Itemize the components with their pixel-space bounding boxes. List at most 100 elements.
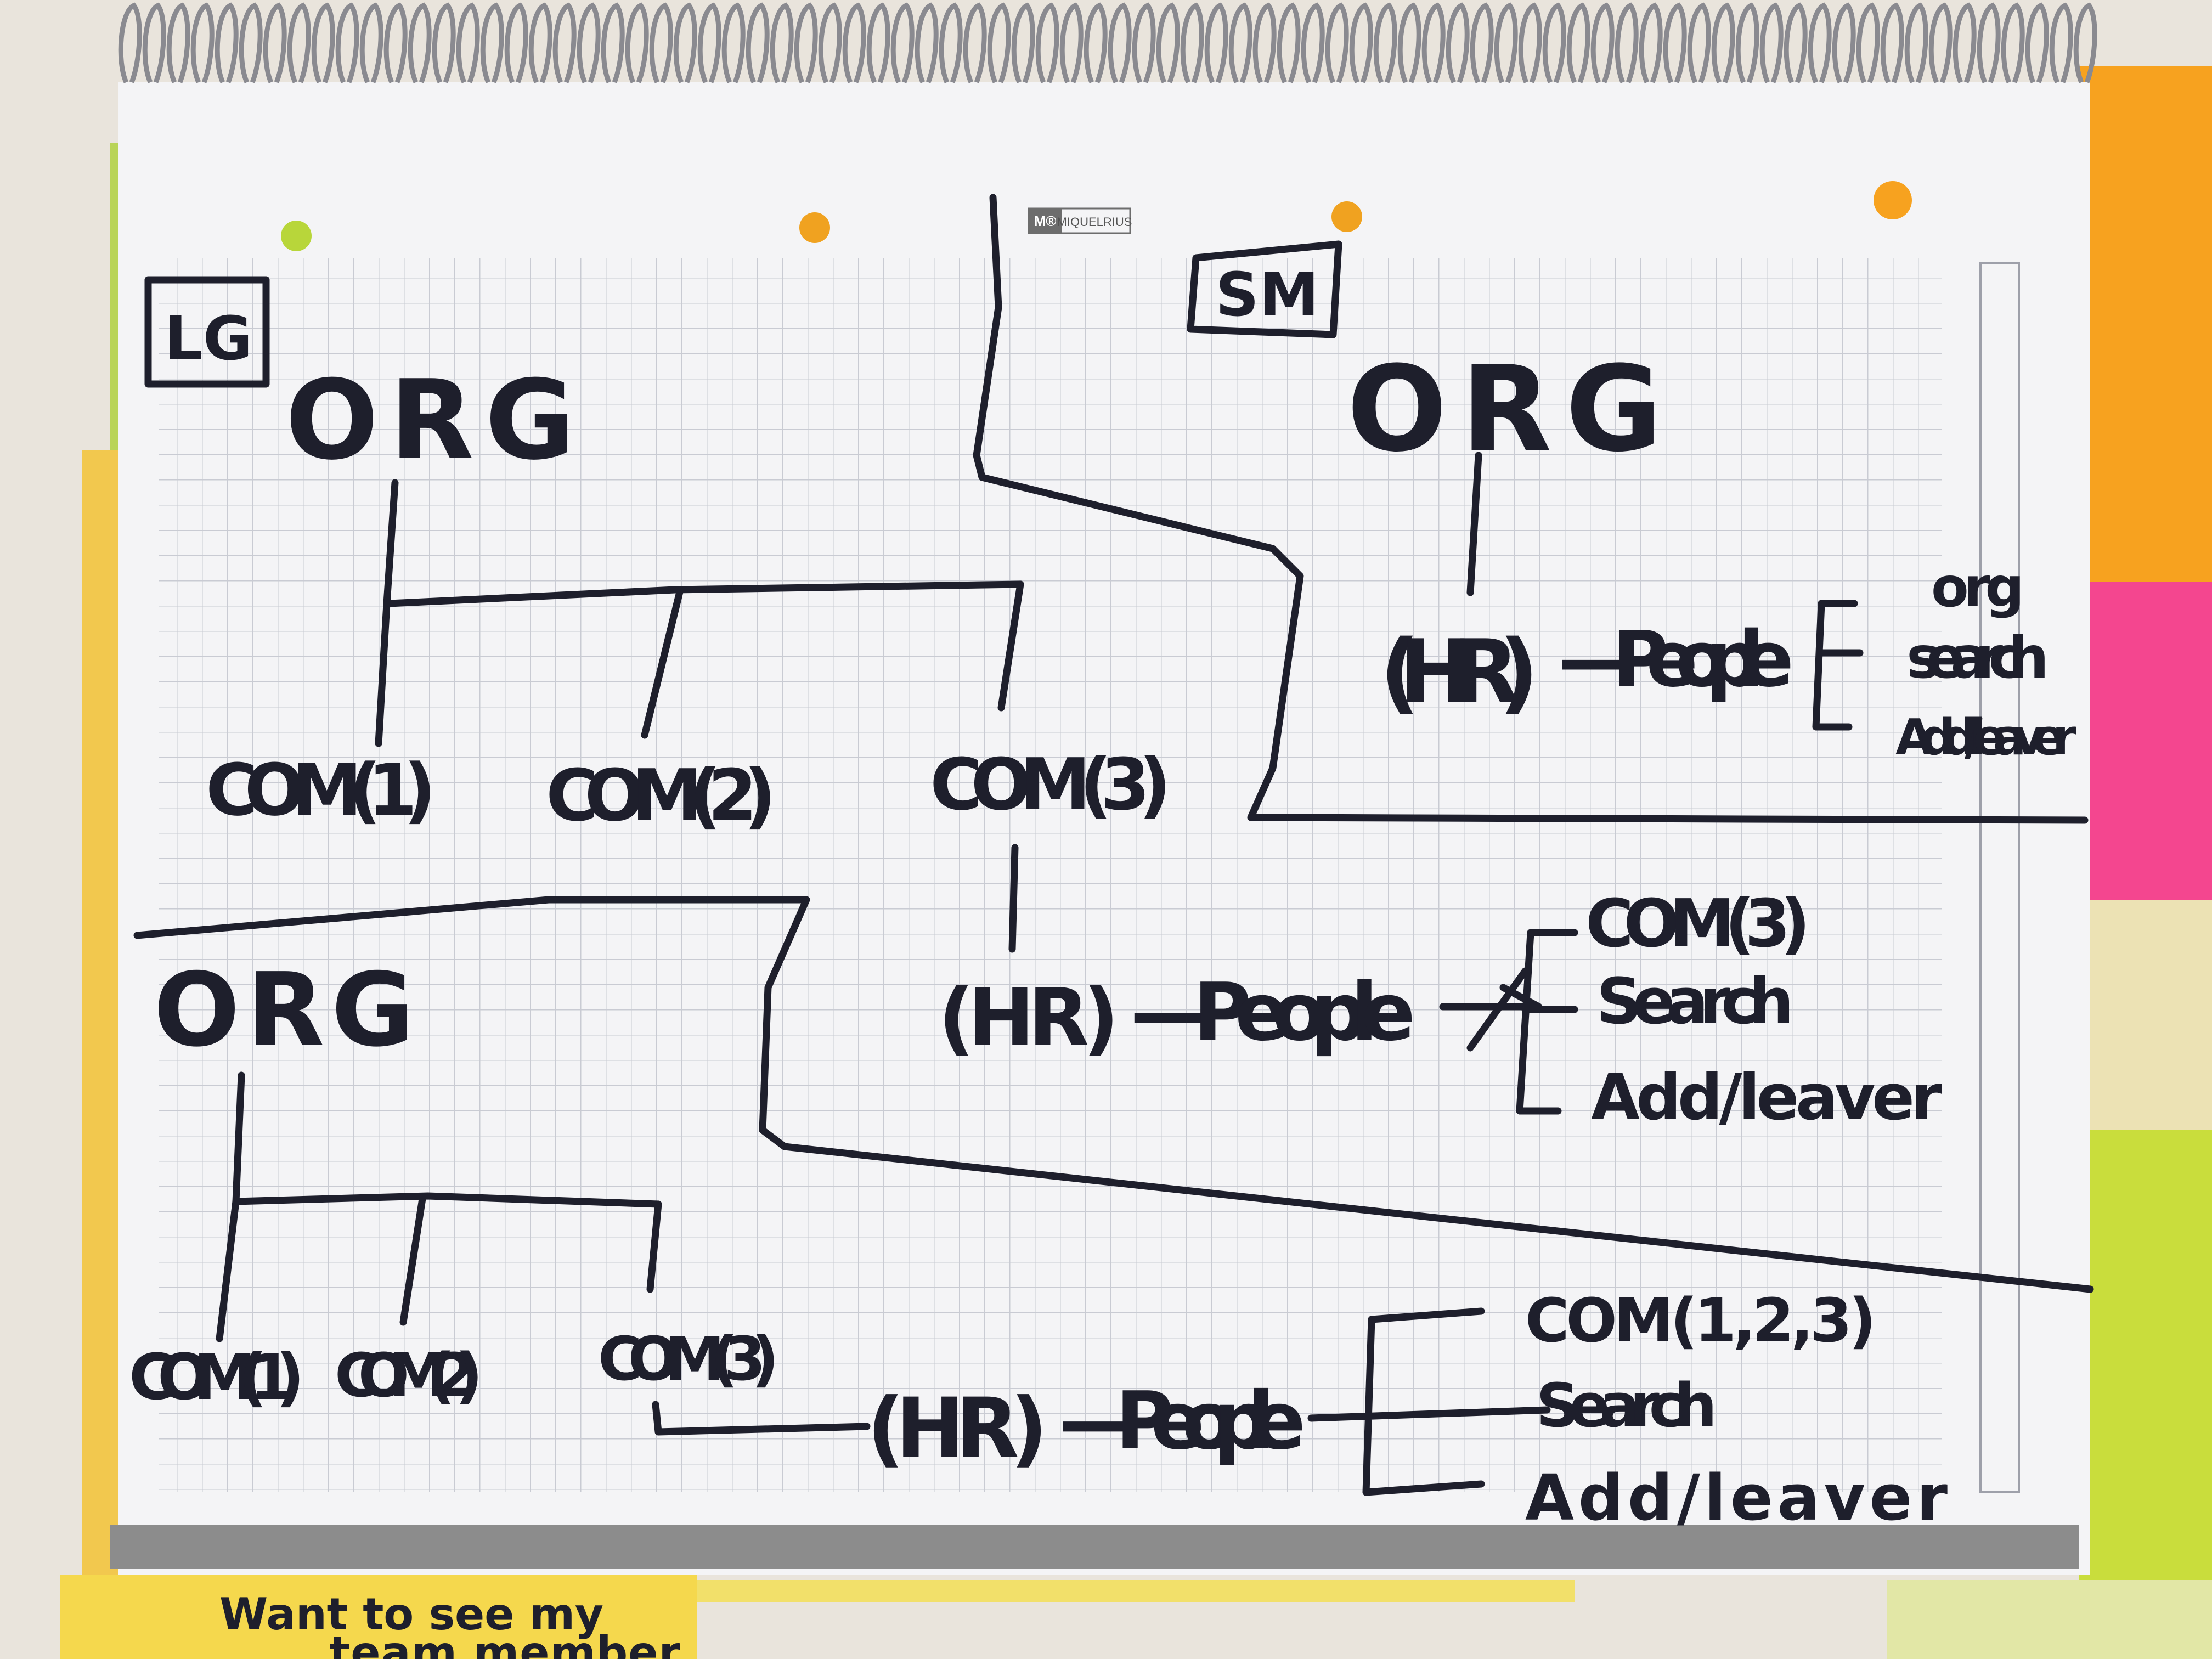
spiral-ring [1663, 2, 1687, 83]
spiral-ring [118, 2, 142, 83]
yellow-sticky-strip [697, 1580, 1575, 1602]
lg-option-3: Add/leaver [1591, 1061, 1942, 1135]
spiral-ring [697, 2, 721, 83]
spiral-ring [1301, 2, 1325, 83]
brand-logo-name: MIQUELRIUS [1057, 215, 1132, 229]
spiral-ring [311, 2, 335, 83]
spiral-ring [818, 2, 842, 83]
spiral-ring [915, 2, 939, 83]
spiral-ring [335, 2, 359, 83]
yellow-sticky-note-right [1887, 1580, 2212, 1659]
bottom-com3-label: COM(3) [598, 1324, 779, 1394]
bottom-option-3: Add/leaver [1525, 1462, 1948, 1535]
lg-com3-label: COM(3) [930, 743, 1171, 826]
lg-tag: LG [165, 303, 252, 374]
spiral-ring [939, 2, 963, 83]
lg-com3-stem [997, 580, 1024, 712]
spiral-ring [1059, 2, 1084, 83]
spiral-ring [239, 2, 263, 83]
sm-option-3: Add/leaver [1895, 709, 2077, 766]
bottom-people-label: —People [1059, 1375, 1306, 1468]
sm-tag: SM [1216, 259, 1319, 330]
brand-logo-badge-text: M® [1034, 213, 1057, 229]
bottom-com2-stem [399, 1195, 426, 1326]
spiral-ring [625, 2, 649, 83]
spiral-ring [1252, 2, 1277, 83]
spiral-ring [987, 2, 1011, 83]
lg-org-label: ORG [285, 357, 586, 484]
spiral-ring [721, 2, 746, 83]
spiral-ring [1204, 2, 1228, 83]
page-bottom-band [110, 1525, 2079, 1569]
spiral-ring [746, 2, 770, 83]
bottom-option-1: COM(1,2,3) [1525, 1285, 1876, 1356]
brand-logo-badge [1029, 208, 1062, 233]
spiral-ring [1904, 2, 1928, 83]
spiral-ring [287, 2, 311, 83]
spiral-ring [2073, 2, 2097, 83]
lg-option-2: Search [1596, 965, 1794, 1039]
bottom-option-2: Search [1536, 1370, 1717, 1441]
spiral-ring [1518, 2, 1542, 83]
lg-option-bracket [1516, 929, 1578, 1115]
spiral-ring [456, 2, 480, 83]
spiral-binding [118, 2, 2097, 83]
punch-hole-3 [1331, 201, 1362, 232]
sm-org-label: ORG [1347, 340, 1676, 478]
spiral-ring [1228, 2, 1252, 83]
diagram-lines [133, 194, 2094, 1496]
spiral-ring [1446, 2, 1470, 83]
brand-logo-frame [1028, 207, 1131, 234]
spiral-ring [215, 2, 239, 83]
spiral-ring [1856, 2, 1880, 83]
spiral-ring [673, 2, 697, 83]
spiral-ring [1639, 2, 1663, 83]
spiral-ring [408, 2, 432, 83]
spiral-ring [1470, 2, 1494, 83]
spiral-ring [1880, 2, 1904, 83]
sm-people-label: —People [1558, 615, 1794, 704]
spiral-ring [1953, 2, 1977, 83]
sm-option-1: org [1931, 555, 2024, 619]
bottom-org-label: ORG [154, 951, 421, 1069]
spiral-ring [359, 2, 383, 83]
spiral-ring [1156, 2, 1180, 83]
spiral-ring [2025, 2, 2049, 83]
lg-com3-hr-link [1008, 844, 1019, 953]
pale-sticky-tab [2079, 900, 2212, 1130]
spiral-ring [142, 2, 166, 83]
orange-sticky-tab [2079, 66, 2212, 587]
spiral-ring [1084, 2, 1108, 83]
sm-hr-label: (HR) [1380, 620, 1539, 723]
sticky-note-line-2: team member [329, 1627, 681, 1659]
spiral-ring [263, 2, 287, 83]
punch-hole-1 [281, 221, 312, 251]
lg-com2-stem [641, 586, 684, 739]
spiral-ring [1397, 2, 1421, 83]
spiral-ring [1421, 2, 1446, 83]
spiral-ring [1832, 2, 1856, 83]
spiral-ring [1277, 2, 1301, 83]
lg-branch-bar [386, 580, 1024, 607]
graph-grid [159, 258, 1942, 1492]
spiral-ring [963, 2, 987, 83]
spiral-ring [383, 2, 408, 83]
spiral-ring [1615, 2, 1639, 83]
bottom-hr-label: (HR) [867, 1381, 1048, 1476]
punch-hole-2 [799, 212, 830, 243]
spiral-ring [1928, 2, 1953, 83]
spiral-ring [1784, 2, 1808, 83]
yellow-sticky-note [60, 1575, 697, 1659]
lg-option-1: COM(3) [1585, 886, 1810, 962]
spiral-ring [528, 2, 552, 83]
spiral-ring [577, 2, 601, 83]
spiral-ring [1566, 2, 1590, 83]
punch-hole-4 [1874, 181, 1912, 219]
spiral-ring [842, 2, 866, 83]
page-margin-strip [1979, 262, 2020, 1493]
lg-people-label: —People [1130, 966, 1415, 1059]
pink-sticky-tab [2068, 582, 2212, 900]
spiral-ring [2001, 2, 2025, 83]
bottom-com2-label: COM(2) [335, 1340, 483, 1410]
spiral-ring [649, 2, 673, 83]
